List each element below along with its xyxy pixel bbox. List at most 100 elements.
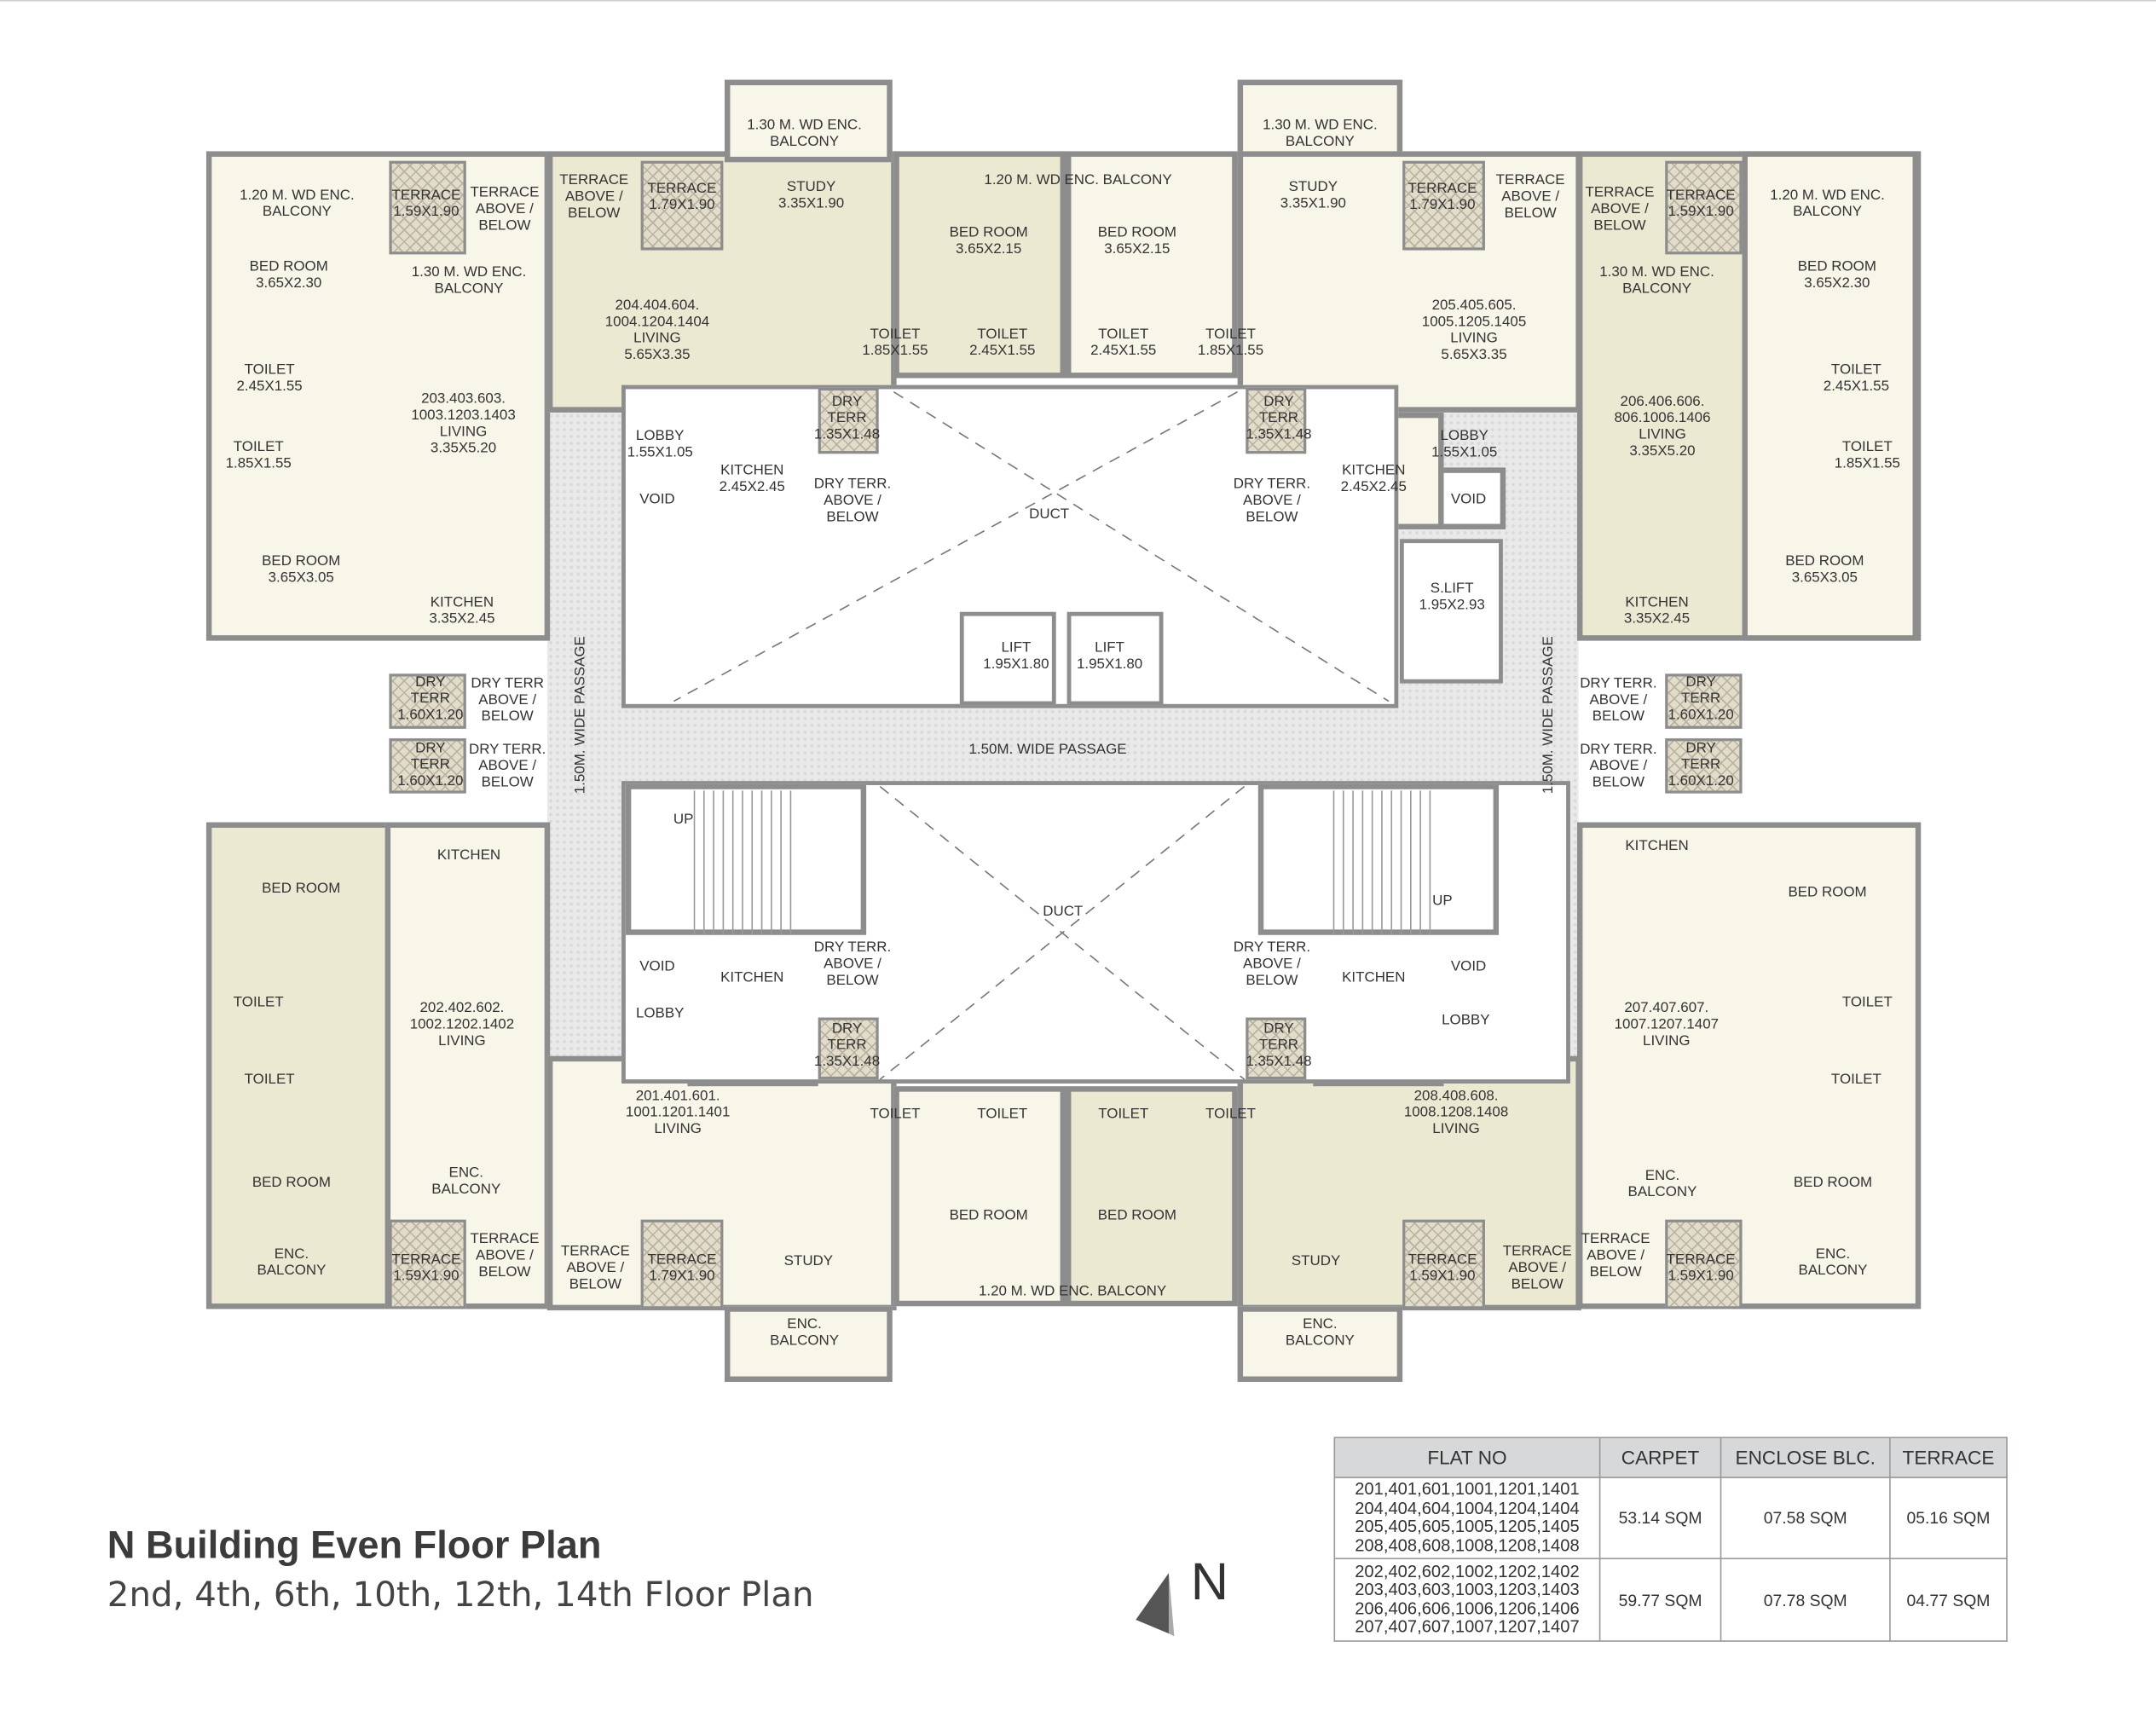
- room-label: UP: [1432, 892, 1453, 910]
- room-label: TERRACE 1.59X1.90: [391, 187, 461, 221]
- room-label: TOILET 2.45X1.55: [1823, 361, 1890, 395]
- room-label: TERRACE ABOVE / BELOW: [560, 1243, 630, 1293]
- room-label: BED ROOM 3.65X2.30: [1797, 258, 1876, 292]
- enclose-balcony-area: 07.58 SQM: [1720, 1477, 1891, 1560]
- terrace-hatch: [640, 160, 724, 251]
- room-label: LOBBY 1.55X1.05: [627, 427, 693, 461]
- terrace-hatch: [389, 160, 466, 255]
- flat-206-bedrooms: [1742, 151, 1918, 641]
- room-label: ENC. BALCONY: [1798, 1246, 1868, 1279]
- room-label: KITCHEN: [720, 969, 784, 986]
- room-label: 201.401.601. 1001.1201.1401 LIVING: [625, 1087, 731, 1137]
- room-label: LIFT 1.95X1.80: [983, 639, 1049, 673]
- room-label: DRY TERR. ABOVE / BELOW: [1580, 741, 1657, 791]
- room-label: UP: [673, 811, 694, 828]
- room-label: BED ROOM: [1097, 1207, 1176, 1224]
- flat-208-bedroom: [1065, 1086, 1238, 1307]
- north-label: N: [1190, 1553, 1229, 1612]
- flat-numbers: 201,401,601,1001,1201,1401 204,404,604,1…: [1333, 1477, 1601, 1560]
- room-label: STUDY: [1291, 1252, 1341, 1269]
- room-label: LOBBY 1.55X1.05: [1431, 427, 1498, 461]
- room-label: VOID: [639, 490, 675, 508]
- room-label: STUDY: [783, 1252, 834, 1269]
- room-label: TERRACE 1.59X1.90: [1407, 1251, 1477, 1285]
- room-label: DRY TERR 1.35X1.48: [1246, 1020, 1312, 1070]
- room-label: KITCHEN: [436, 847, 501, 864]
- room-label: TERRACE ABOVE / BELOW: [1502, 1243, 1572, 1293]
- room-label: 1.30 M. WD ENC. BALCONY: [411, 263, 527, 298]
- room-label: KITCHEN 2.45X2.45: [719, 461, 785, 495]
- terrace-hatch: [389, 673, 466, 729]
- header-flat-no: FLAT NO: [1333, 1436, 1601, 1478]
- terrace-hatch: [1402, 160, 1485, 251]
- room-label: DRY TERR. ABOVE / BELOW: [1580, 674, 1657, 725]
- room-label: TOILET 1.85X1.55: [1834, 438, 1900, 472]
- north-arrow-icon: [1136, 1573, 1175, 1637]
- room-label: TERRACE 1.59X1.90: [391, 1251, 461, 1285]
- room-label: 208.408.608. 1008.1208.1408 LIVING: [1403, 1087, 1509, 1137]
- room-label: ENC. BALCONY: [770, 1315, 840, 1350]
- room-label: TOILET: [1830, 1071, 1881, 1088]
- room-label: BED ROOM: [949, 1207, 1028, 1224]
- room-label: DRY TERR 1.35X1.48: [1246, 393, 1312, 443]
- room-label: DRY TERR 1.60X1.20: [397, 739, 464, 789]
- terrace-hatch: [1665, 673, 1743, 729]
- terrace-hatch: [1665, 738, 1743, 794]
- room-label: BED ROOM: [1788, 884, 1867, 901]
- room-label: DRY TERR 1.35X1.48: [813, 1020, 881, 1070]
- room-label: TOILET: [244, 1071, 295, 1088]
- room-label: VOID: [1450, 490, 1487, 508]
- room-label: TERRACE 1.79X1.90: [1407, 180, 1477, 213]
- terrace-hatch: [818, 1017, 879, 1080]
- room-label: ENC. BALCONY: [1627, 1167, 1697, 1201]
- room-label: LOBBY: [1442, 1012, 1490, 1029]
- room-label: ENC. BALCONY: [431, 1165, 501, 1198]
- room-label: TOILET 1.85X1.55: [1197, 326, 1264, 359]
- room-label: KITCHEN 2.45X2.45: [1340, 461, 1407, 495]
- flat-205-bedroom: [1065, 151, 1238, 379]
- room-label: BED ROOM: [262, 880, 341, 897]
- room-label: VOID: [639, 958, 675, 975]
- room-label: DRY TERR 1.35X1.48: [813, 393, 881, 443]
- room-label: 1.20 M. WD ENC. BALCONY: [978, 1282, 1167, 1300]
- room-label: LIFT 1.95X1.80: [1076, 639, 1143, 673]
- room-label: TOILET: [870, 1105, 921, 1123]
- room-label: TERRACE ABOVE / BELOW: [1581, 1230, 1650, 1280]
- room-label: TERRACE ABOVE / BELOW: [1495, 171, 1565, 222]
- room-label: DRY TERR. ABOVE / BELOW: [1233, 476, 1311, 526]
- room-label: DRY TERR 1.60X1.20: [397, 673, 464, 724]
- room-label: DUCT: [1043, 903, 1084, 921]
- room-label: 203.403.603. 1003.1203.1403 LIVING 3.35X…: [411, 390, 516, 457]
- top-border-line: [0, 0, 2156, 2]
- room-label: 207.407.607. 1007.1207.1407 LIVING: [1614, 999, 1720, 1049]
- room-label: TOILET: [1841, 994, 1893, 1011]
- room-label: TERRACE ABOVE / BELOW: [1585, 184, 1655, 234]
- room-label: BED ROOM 3.65X3.05: [1785, 552, 1864, 587]
- room-label: KITCHEN 3.35X2.45: [1623, 593, 1691, 627]
- room-label: TOILET: [1205, 1105, 1257, 1123]
- room-label: TERRACE ABOVE / BELOW: [470, 1230, 540, 1280]
- flat-numbers: 202,402,602,1002,1202,1402 203,403,603,1…: [1333, 1558, 1601, 1642]
- flat-201-bedroom: [893, 1086, 1066, 1307]
- balcony-204: [724, 79, 893, 163]
- area-table: FLAT NO CARPET ENCLOSE BLC. TERRACE 201,…: [1333, 1436, 2008, 1642]
- plan-title: N Building Even Floor Plan: [107, 1523, 602, 1567]
- room-label: STUDY 3.35X1.90: [777, 178, 845, 212]
- terrace-hatch: [389, 1219, 466, 1309]
- room-label: 1.50M. WIDE PASSAGE: [571, 636, 589, 795]
- table-row: 202,402,602,1002,1202,1402 203,403,603,1…: [1333, 1558, 2008, 1642]
- room-label: BED ROOM: [1793, 1174, 1873, 1191]
- service-lift: [1399, 539, 1503, 684]
- terrace-hatch: [1402, 1219, 1485, 1309]
- room-label: TOILET 1.85X1.55: [225, 438, 292, 472]
- room-label: 1.30 M. WD ENC. BALCONY: [1263, 117, 1378, 150]
- room-label: DRY TERR 1.60X1.20: [1668, 673, 1734, 724]
- room-label: TOILET 2.45X1.55: [969, 326, 1036, 359]
- room-label: ENC. BALCONY: [1285, 1315, 1355, 1350]
- table-header-row: FLAT NO CARPET ENCLOSE BLC. TERRACE: [1333, 1436, 2008, 1478]
- room-label: TERRACE 1.79X1.90: [647, 180, 717, 213]
- flat-203: [205, 151, 551, 641]
- room-label: DRY TERR. ABOVE / BELOW: [813, 476, 892, 526]
- terrace-hatch: [389, 738, 466, 794]
